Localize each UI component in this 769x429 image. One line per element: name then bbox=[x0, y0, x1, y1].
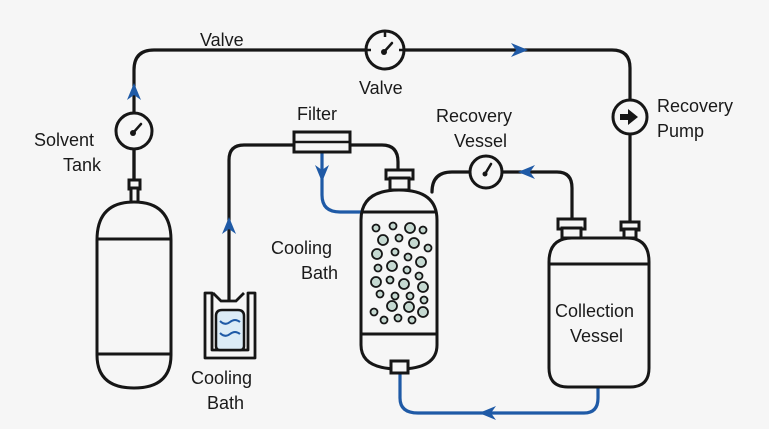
packing-bead bbox=[375, 289, 385, 299]
packing-bead bbox=[386, 300, 398, 312]
wave-icon-2 bbox=[219, 331, 241, 337]
gauge-pivot bbox=[130, 130, 136, 136]
packing-bead bbox=[390, 291, 400, 301]
packing-bead bbox=[371, 223, 381, 233]
valve-pivot bbox=[381, 49, 387, 55]
tank-body bbox=[95, 200, 173, 390]
packing-bead bbox=[379, 315, 389, 325]
packing-bead bbox=[385, 275, 395, 285]
packing-bead bbox=[390, 247, 400, 257]
label-cooling-bath-column-line2: Bath bbox=[301, 263, 338, 283]
label-cooling-bath-line1: Cooling bbox=[191, 368, 252, 388]
cooling-bath[interactable] bbox=[203, 291, 257, 360]
packing-bead bbox=[386, 260, 398, 272]
packed-column[interactable] bbox=[359, 168, 439, 375]
label-filter: Filter bbox=[297, 104, 337, 124]
packing-bead bbox=[398, 278, 410, 290]
packing-bead bbox=[377, 234, 389, 246]
packing-bead bbox=[404, 222, 416, 234]
packing-bead bbox=[408, 237, 420, 249]
filter[interactable] bbox=[292, 130, 352, 154]
label-cooling-bath-column-line1: Cooling bbox=[271, 238, 332, 258]
packing-bead bbox=[414, 271, 424, 281]
packing-bead bbox=[417, 281, 429, 293]
pipe-filter-column bbox=[348, 143, 400, 177]
label-valve-top-left: Valve bbox=[200, 30, 244, 50]
packing-bead bbox=[403, 301, 415, 313]
recovery-pivot bbox=[482, 171, 488, 177]
label-solvent-line1: Solvent bbox=[34, 130, 94, 150]
packing-bead bbox=[371, 248, 383, 260]
packing-bead bbox=[370, 276, 382, 288]
bath-beaker bbox=[214, 308, 246, 352]
flow-arrow-down-filter bbox=[315, 165, 329, 182]
label-valve-gauge: Valve bbox=[359, 78, 403, 98]
label-collection-line1: Collection bbox=[555, 301, 634, 321]
packing-bead bbox=[394, 233, 404, 243]
label-recovery-vessel-line1: Recovery bbox=[436, 106, 512, 126]
packing-bead bbox=[407, 315, 417, 325]
pipe-column-recovery bbox=[430, 170, 472, 194]
flow-arrow-up-solvent bbox=[127, 83, 141, 100]
solvent-tank[interactable] bbox=[95, 178, 173, 390]
packing-bead bbox=[373, 263, 383, 273]
label-recovery-vessel-line2: Vessel bbox=[454, 131, 507, 151]
column-body bbox=[359, 188, 439, 371]
column-top-neck bbox=[388, 176, 411, 192]
label-recovery-pump-line2: Pump bbox=[657, 121, 704, 141]
recovery-pump[interactable] bbox=[611, 98, 649, 136]
collection-body bbox=[547, 236, 651, 389]
pressure-gauge-solvent[interactable] bbox=[114, 111, 154, 151]
packing-bead bbox=[405, 291, 415, 301]
pump-arrow-icon bbox=[620, 109, 638, 125]
packing-bead bbox=[369, 307, 379, 317]
flow-arrow-right-top bbox=[511, 43, 528, 57]
column-bottom-outlet bbox=[389, 359, 410, 375]
packing-bead bbox=[419, 295, 429, 305]
recovery-vessel-gauge[interactable] bbox=[468, 154, 504, 190]
pipe-filter-drop bbox=[320, 151, 364, 214]
label-recovery-pump-line1: Recovery bbox=[657, 96, 733, 116]
label-cooling-bath-line2: Bath bbox=[207, 393, 244, 413]
flow-arrow-left-recovery bbox=[518, 165, 535, 179]
label-collection-line2: Vessel bbox=[570, 326, 623, 346]
packing-bead bbox=[423, 243, 433, 253]
pipe-bath-filter bbox=[227, 143, 297, 302]
packing-bead bbox=[418, 225, 428, 235]
packing-bead bbox=[415, 256, 427, 268]
wave-icon-1 bbox=[219, 319, 241, 325]
column-packing bbox=[369, 221, 433, 325]
packing-bead bbox=[388, 221, 398, 231]
valve-gauge-top[interactable] bbox=[364, 29, 406, 71]
bath-rim bbox=[212, 292, 245, 303]
label-solvent-line2: Tank bbox=[63, 155, 102, 175]
pipe-recovery-collection bbox=[500, 170, 574, 224]
flow-arrow-left-bottom bbox=[479, 406, 496, 420]
packing-bead bbox=[393, 313, 403, 323]
collection-vessel[interactable] bbox=[547, 217, 651, 389]
flow-arrow-up-bath bbox=[222, 217, 236, 234]
pipe-bottom-return bbox=[398, 368, 600, 415]
packing-bead bbox=[403, 252, 413, 262]
packing-bead bbox=[417, 306, 429, 318]
bath-outer bbox=[203, 291, 257, 360]
packing-bead bbox=[402, 265, 412, 275]
